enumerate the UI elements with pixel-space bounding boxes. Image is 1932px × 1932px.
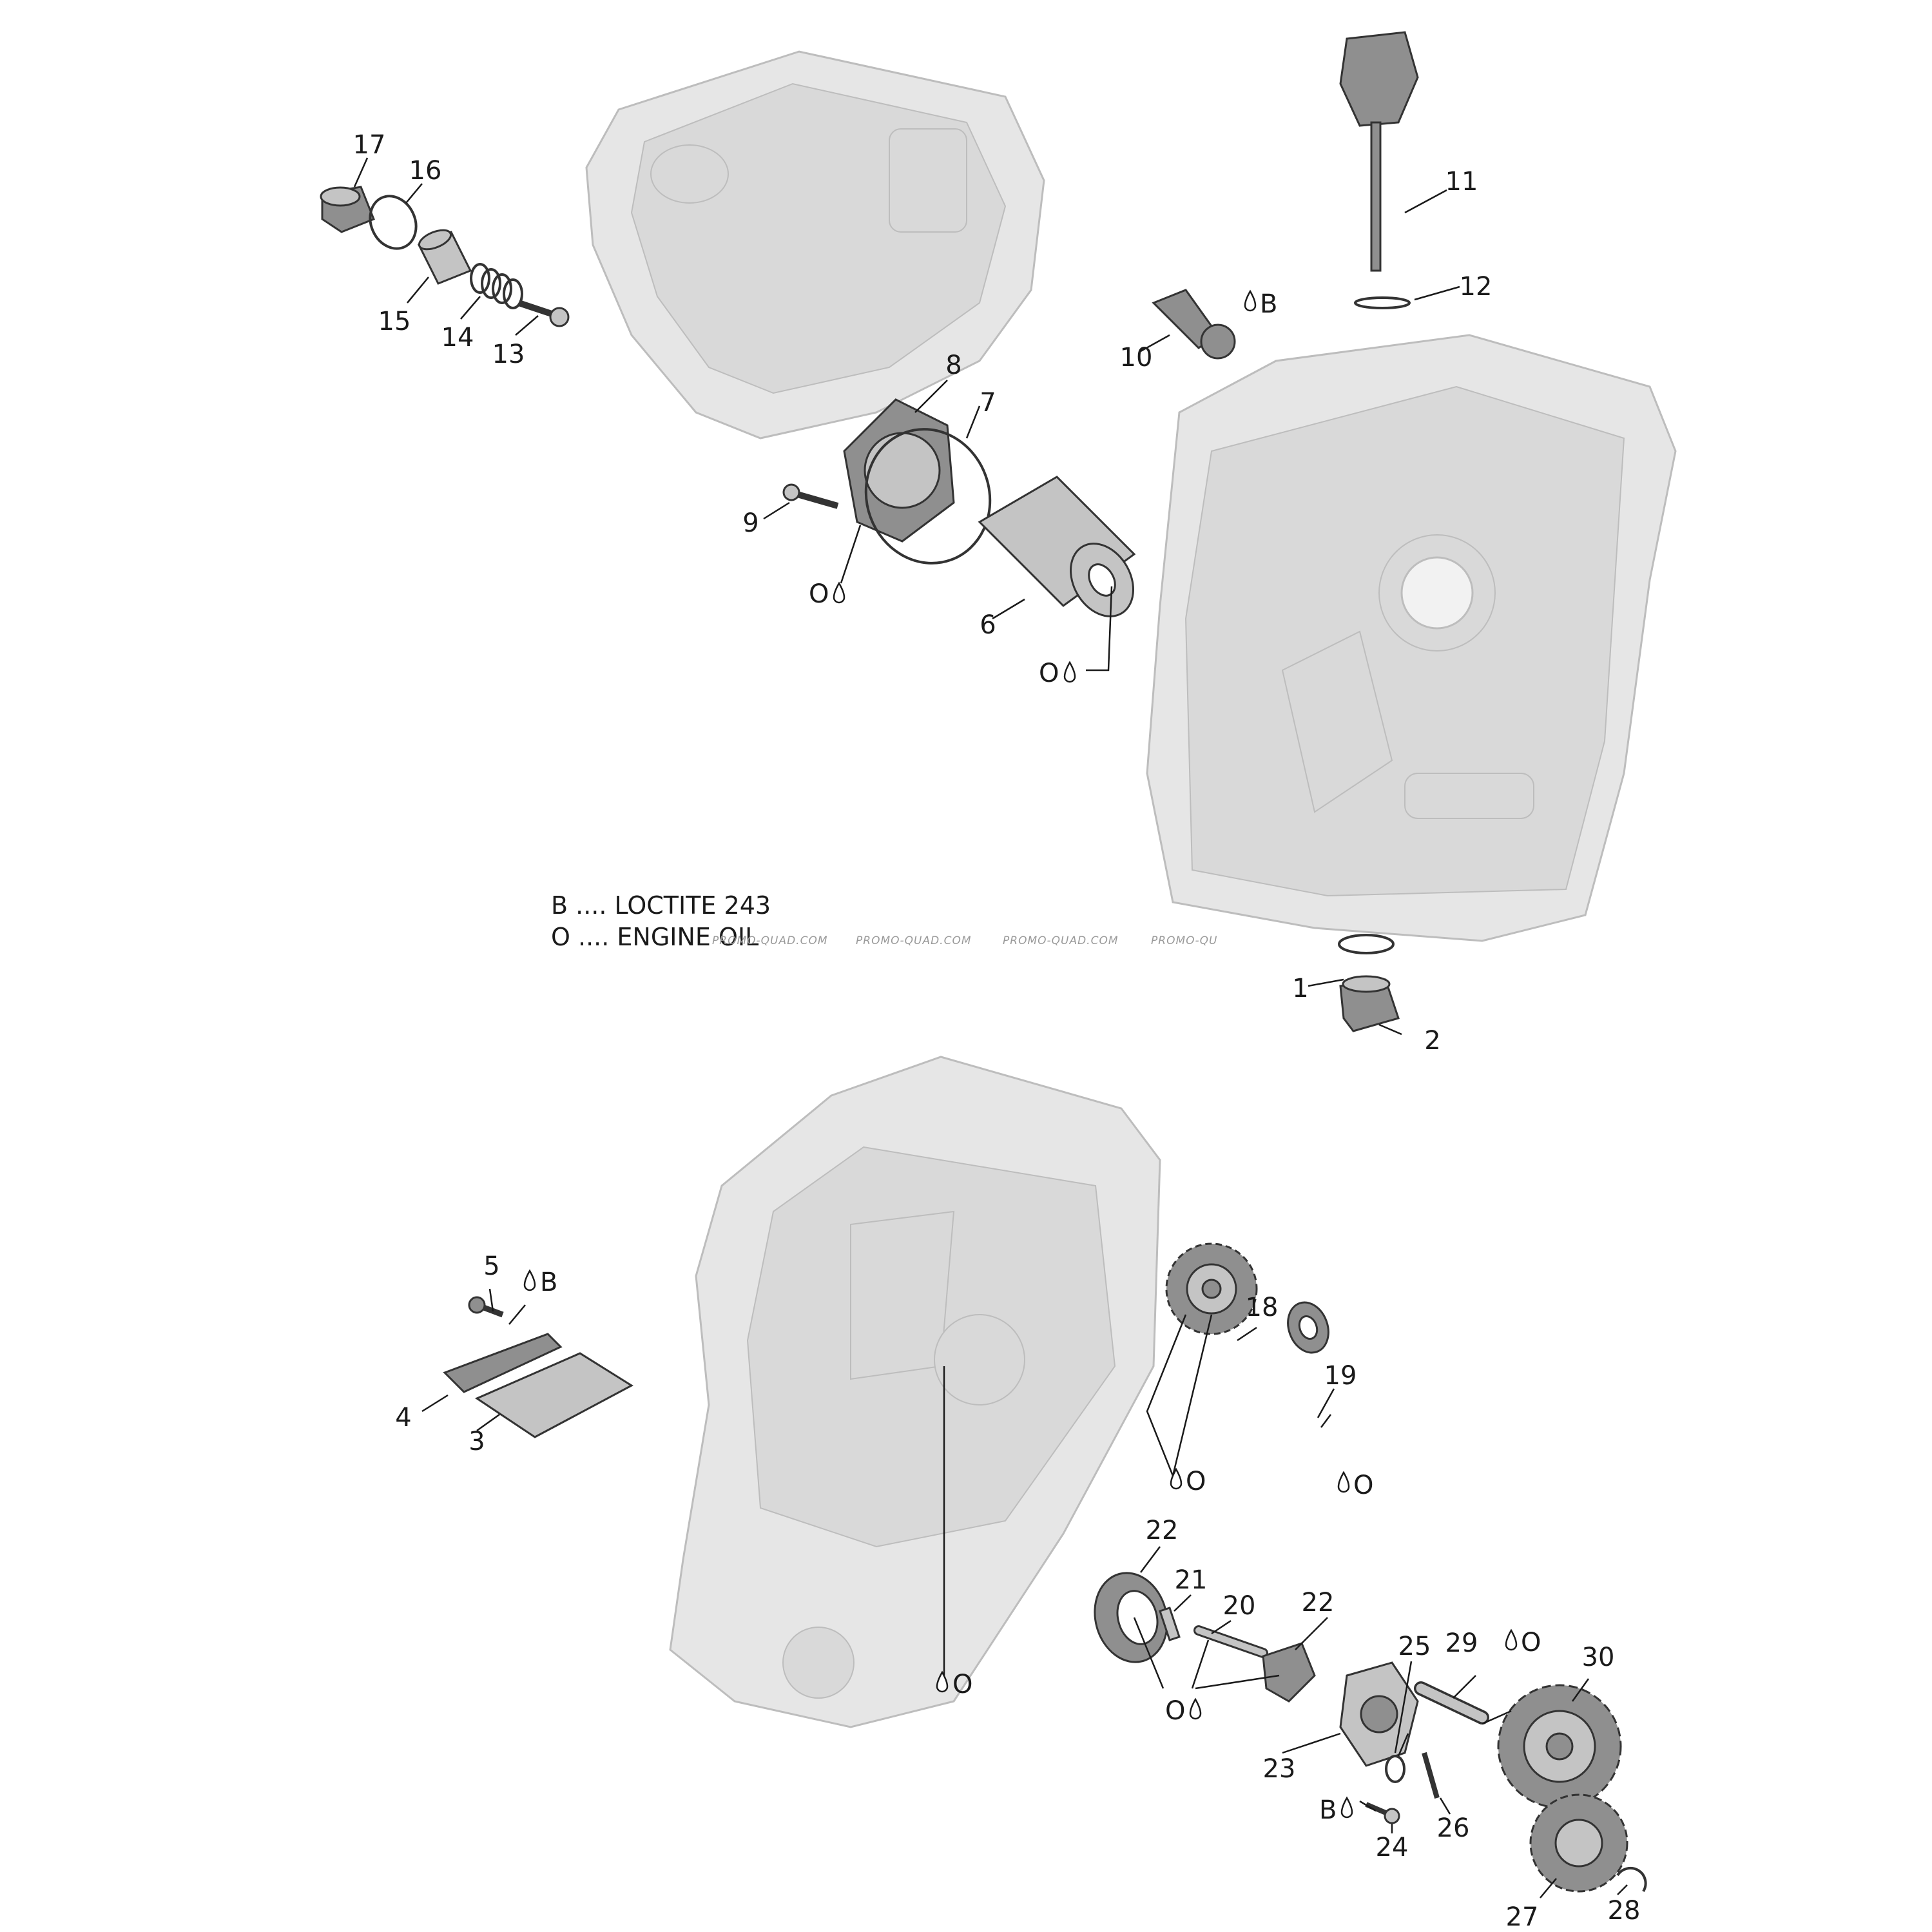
- watermark: PROMO-QUAD.COM: [712, 934, 828, 947]
- watermark: PROMO-QU: [1151, 934, 1217, 947]
- part-16-o-ring: [369, 195, 418, 250]
- label-16: 16: [409, 156, 442, 186]
- callout-b-24: B: [1319, 1795, 1337, 1825]
- label-6: 6: [980, 610, 996, 640]
- drop-icon: [833, 581, 845, 604]
- label-2: 2: [1424, 1026, 1440, 1056]
- part-4-cover-plate: [443, 1333, 563, 1393]
- part-24-screw: [1365, 1802, 1400, 1824]
- part-22-outer-rotor: [1094, 1572, 1168, 1663]
- part-14-spring: [470, 263, 523, 309]
- part-12-o-ring: [1354, 296, 1411, 309]
- part-5-bolt: [468, 1296, 504, 1318]
- watermark: PROMO-QUAD.COM: [1003, 934, 1119, 947]
- callouts: B O O B O O O O O B: [523, 289, 1541, 1825]
- callout-o-8: O: [809, 579, 829, 609]
- label-7: 7: [980, 388, 996, 418]
- part-10-pressure-switch: [1152, 289, 1236, 360]
- part-23-pump-cover: [1339, 1661, 1419, 1767]
- label-13: 13: [492, 340, 525, 369]
- label-19: 19: [1324, 1361, 1357, 1391]
- callout-o-pump: O: [1165, 1696, 1185, 1726]
- part-27-driven-gear: [1529, 1793, 1628, 1893]
- label-28: 28: [1608, 1896, 1641, 1926]
- label-27: 27: [1506, 1902, 1539, 1932]
- label-15: 15: [378, 307, 411, 336]
- label-23: 23: [1263, 1754, 1296, 1784]
- part-30-drive-gear: [1497, 1684, 1622, 1809]
- drop-icon: [1170, 1467, 1183, 1490]
- drop-icon: [523, 1269, 536, 1291]
- label-17: 17: [353, 130, 386, 160]
- callout-o-case: O: [952, 1670, 972, 1699]
- legend-loctite: B .... LOCTITE 243: [551, 891, 771, 920]
- label-14: 14: [441, 323, 474, 353]
- drop-icon: [1505, 1628, 1518, 1651]
- label-11: 11: [1445, 167, 1478, 197]
- part-2-drain-plug: [1339, 975, 1400, 1032]
- part-28-circlip: [1616, 1866, 1647, 1893]
- watermark-row: PROMO-QUAD.COM PROMO-QUAD.COM PROMO-QUAD…: [712, 934, 1217, 947]
- crankcase-cover-ghost: [585, 50, 1045, 440]
- label-4: 4: [395, 1403, 411, 1433]
- part-13-bolt: [517, 300, 570, 327]
- part-29-shaft: [1414, 1681, 1489, 1724]
- part-22-inner-rotor: [1262, 1642, 1316, 1703]
- part-number-labels: 17 16 15 14 13 11 12 10 8 7 9 6 1 2 5 4 …: [353, 130, 1641, 1932]
- drop-icon: [1189, 1697, 1202, 1720]
- part-6-oil-filter: [978, 476, 1136, 617]
- part-9-bolt: [782, 483, 839, 509]
- part-19-seal: [1287, 1301, 1329, 1354]
- label-5: 5: [483, 1251, 499, 1281]
- label-9: 9: [742, 508, 758, 538]
- watermark: PROMO-QUAD.COM: [856, 934, 972, 947]
- part-3-gasket: [474, 1352, 633, 1438]
- label-22a: 22: [1146, 1516, 1179, 1545]
- part-25-washer: [1385, 1755, 1406, 1783]
- leader-lines: [353, 157, 1628, 1898]
- label-22b: 22: [1302, 1588, 1335, 1618]
- label-10: 10: [1120, 343, 1153, 372]
- callout-o-19: O: [1353, 1471, 1373, 1500]
- label-12: 12: [1460, 272, 1492, 302]
- part-15-valve: [417, 229, 472, 285]
- drop-icon: [1337, 1471, 1350, 1493]
- crankcase-left-ghost: [669, 1056, 1161, 1728]
- legend: B .... LOCTITE 243 O .... ENGINE OIL: [551, 891, 771, 951]
- label-26: 26: [1437, 1813, 1470, 1843]
- label-3: 3: [469, 1427, 485, 1456]
- label-24: 24: [1376, 1833, 1409, 1862]
- label-20: 20: [1223, 1591, 1256, 1621]
- label-25: 25: [1398, 1632, 1431, 1661]
- part-8-filter-cover: [843, 398, 955, 543]
- label-18: 18: [1246, 1293, 1279, 1322]
- label-29: 29: [1445, 1628, 1478, 1658]
- label-21: 21: [1175, 1565, 1208, 1595]
- callout-o-29: O: [1521, 1628, 1541, 1657]
- label-8: 8: [945, 351, 961, 380]
- part-26-dowel: [1422, 1752, 1440, 1799]
- part-18-gear: [1165, 1242, 1258, 1335]
- callout-o-6: O: [1039, 659, 1059, 688]
- label-30: 30: [1582, 1643, 1615, 1672]
- callout-b-5: B: [540, 1268, 557, 1297]
- callout-b-10: B: [1260, 289, 1277, 319]
- drop-icon: [1063, 661, 1076, 683]
- part-7-o-ring: [864, 428, 992, 565]
- part-1-o-ring: [1338, 934, 1395, 954]
- callout-o-18: O: [1186, 1467, 1206, 1496]
- part-20-pump-shaft: [1193, 1625, 1268, 1658]
- label-1: 1: [1292, 974, 1308, 1003]
- drop-icon: [936, 1670, 949, 1693]
- drop-icon: [1340, 1796, 1353, 1819]
- part-11-dipstick: [1339, 31, 1419, 272]
- crankcase-right-ghost: [1146, 334, 1677, 942]
- part-17-plug: [320, 186, 375, 233]
- drop-icon: [1244, 289, 1257, 312]
- part-21-pin: [1159, 1607, 1181, 1641]
- legend-engine-oil: O .... ENGINE OIL: [551, 923, 758, 951]
